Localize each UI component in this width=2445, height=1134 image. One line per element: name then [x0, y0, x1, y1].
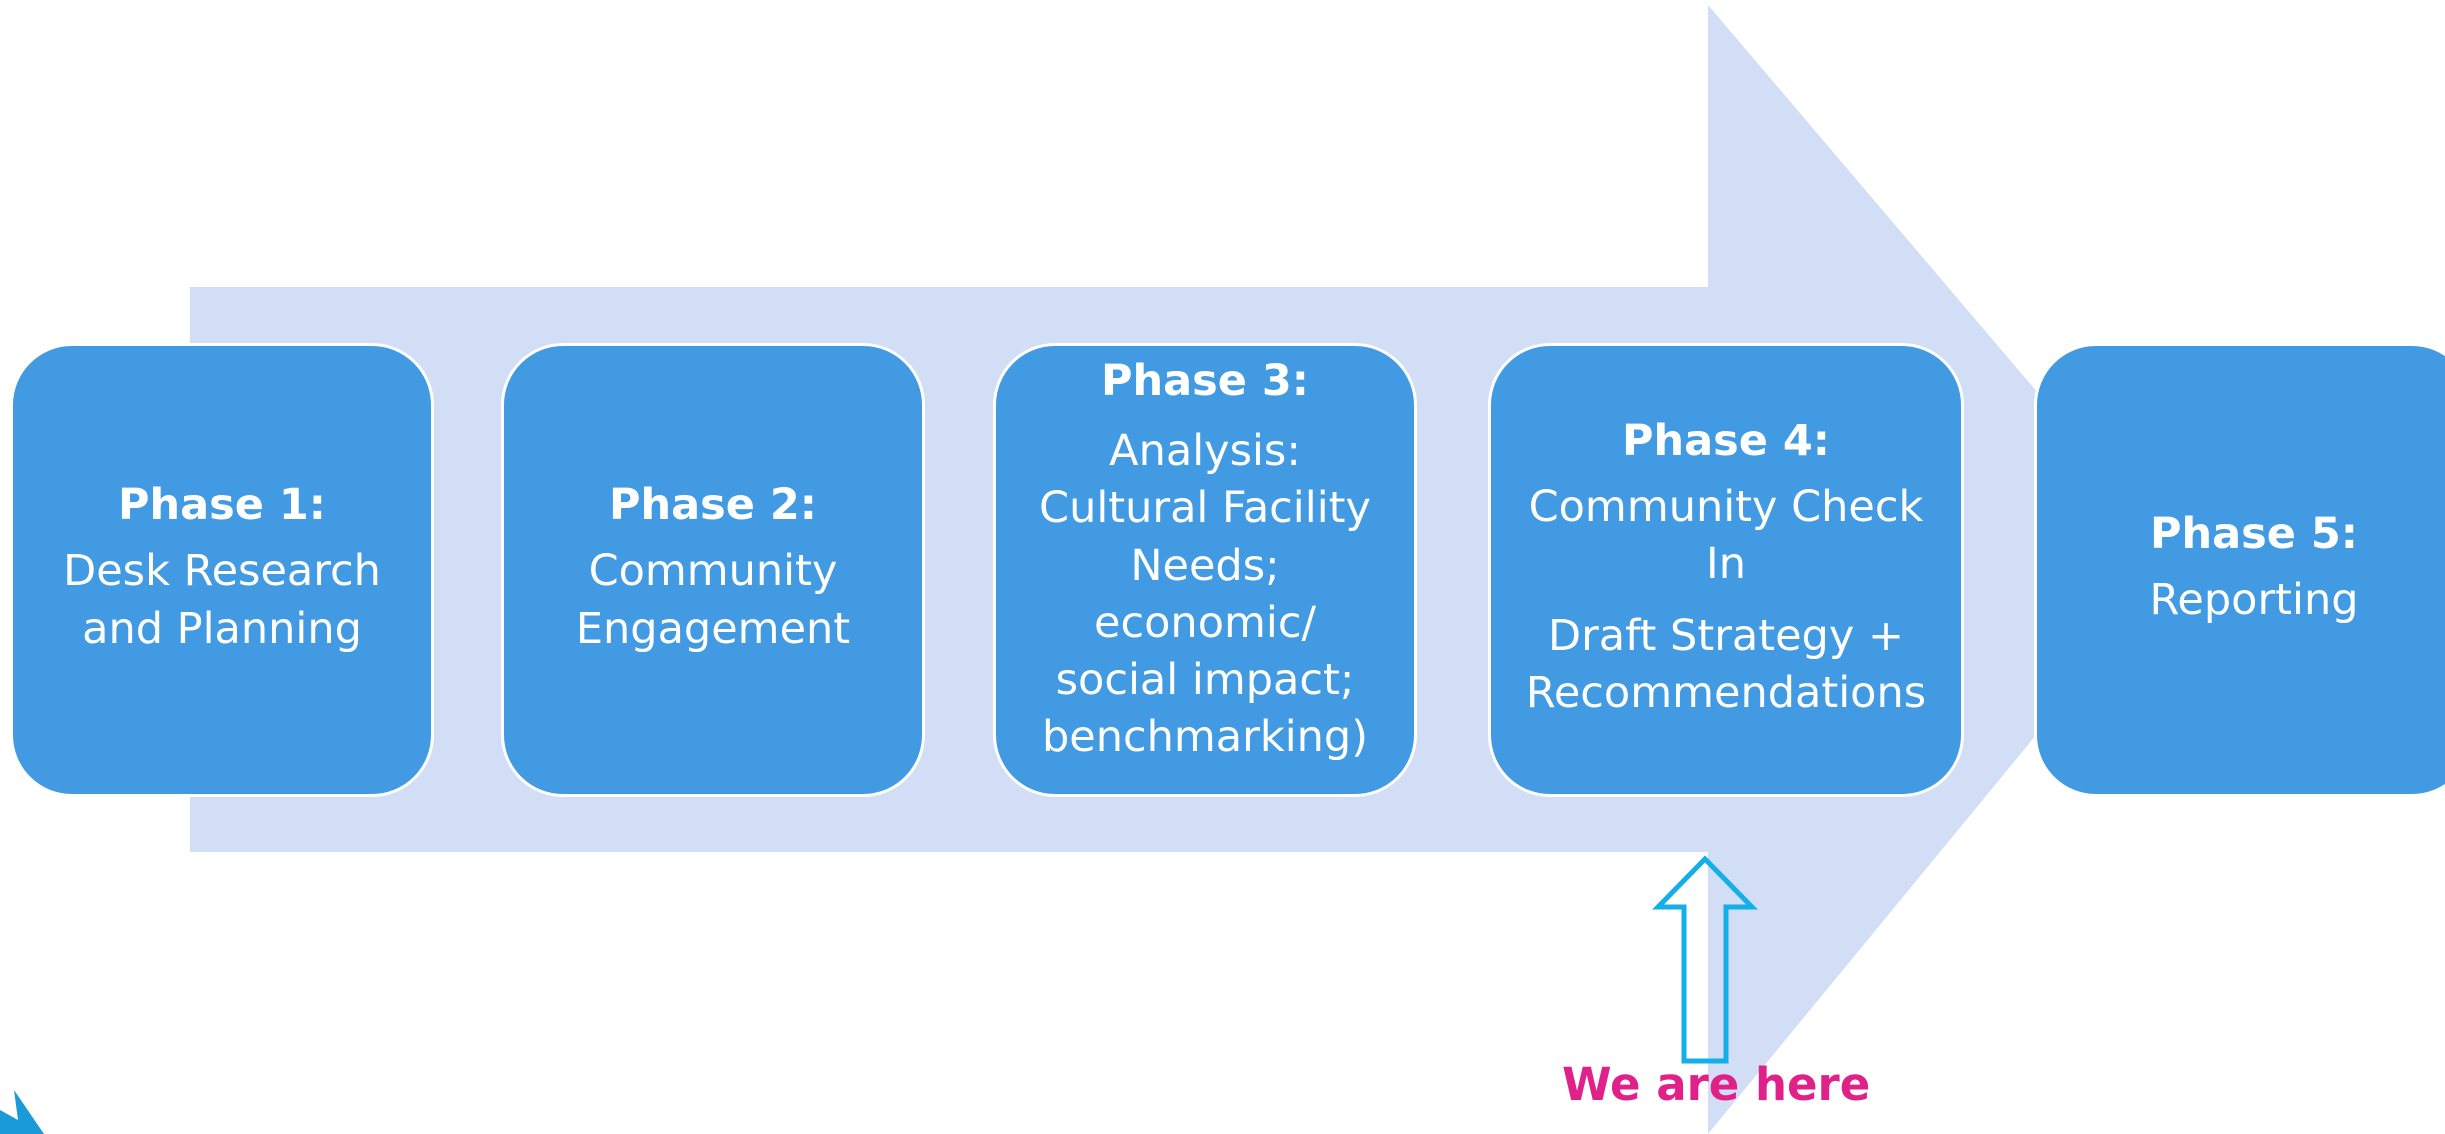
phase-3-line: Needs;	[1130, 540, 1280, 591]
phase-3-line: Cultural Facility	[1039, 483, 1371, 534]
phase-1-line: Desk Research	[63, 546, 381, 597]
phase-4-line: In	[1706, 539, 1746, 590]
phase-5-title: Phase 5:	[2150, 508, 2358, 559]
phase-2-line: Engagement	[575, 603, 851, 654]
phase-4-title: Phase 4:	[1622, 415, 1830, 466]
we-are-here-label: We are here	[1562, 1058, 1871, 1111]
phase-1-line: and Planning	[82, 603, 362, 654]
phase-1-title: Phase 1:	[118, 480, 326, 531]
phase-5-line: Reporting	[2149, 575, 2359, 626]
phase-3-line: benchmarking)	[1042, 712, 1368, 763]
phase-1-box: Phase 1: Desk Research and Planning	[10, 343, 434, 797]
phase-5-box: Phase 5: Reporting	[2034, 343, 2445, 797]
phase-3-line: social impact;	[1055, 655, 1355, 706]
phase-4-line: Community Check	[1528, 482, 1924, 533]
up-arrow-icon	[1652, 855, 1758, 1064]
phase-3-line: Analysis:	[1109, 426, 1301, 477]
phase-4-line: Draft Strategy +	[1548, 610, 1904, 661]
phase-3-line: economic/	[1094, 597, 1316, 648]
phase-4-box: Phase 4: Community Check In Draft Strate…	[1488, 343, 1964, 797]
phase-3-box: Phase 3: Analysis: Cultural Facility Nee…	[993, 343, 1417, 797]
phase-4-line: Recommendations	[1525, 667, 1927, 718]
corner-arrow-icon	[0, 1090, 44, 1134]
phase-2-title: Phase 2:	[609, 480, 817, 531]
phase-3-title: Phase 3:	[1101, 356, 1309, 406]
phase-2-box: Phase 2: Community Engagement	[501, 343, 925, 797]
phase-2-line: Community	[588, 546, 838, 597]
